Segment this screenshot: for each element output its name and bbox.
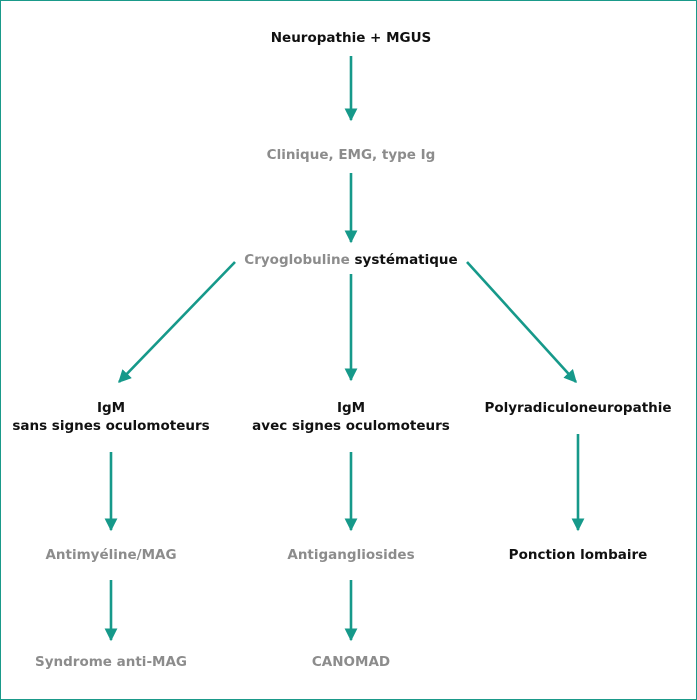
node-root: Neuropathie + MGUS — [270, 30, 432, 46]
node-igm-sans-line2: sans signes oculomoteurs — [12, 418, 210, 434]
node-antigangliosides: Antigangliosides — [287, 547, 415, 563]
node-cryo-part1: Cryoglobuline — [244, 252, 350, 268]
node-canomad: CANOMAD — [311, 654, 391, 670]
node-clinique: Clinique, EMG, type Ig — [266, 147, 436, 163]
node-syndrome: Syndrome anti-MAG — [34, 654, 188, 670]
arrow-cryo-to-polyradiculo — [466, 261, 577, 383]
node-igm-avec: IgM avec signes oculomoteurs — [252, 399, 450, 435]
arrow-cryo-to-igm-sans — [118, 261, 236, 383]
node-ponction: Ponction lombaire — [508, 547, 648, 563]
node-cryo-part2: systématique — [354, 252, 458, 268]
node-cryoglobuline: Cryoglobuline systématique — [244, 251, 457, 269]
node-igm-sans-line1: IgM — [96, 400, 126, 416]
node-igm-sans: IgM sans signes oculomoteurs — [12, 399, 209, 435]
node-igm-avec-line1: IgM — [336, 400, 366, 416]
node-igm-avec-line2: avec signes oculomoteurs — [252, 418, 450, 434]
node-antimyeline: Antimyéline/MAG — [45, 547, 177, 563]
node-polyradiculo: Polyradiculoneuropathie — [484, 400, 672, 416]
